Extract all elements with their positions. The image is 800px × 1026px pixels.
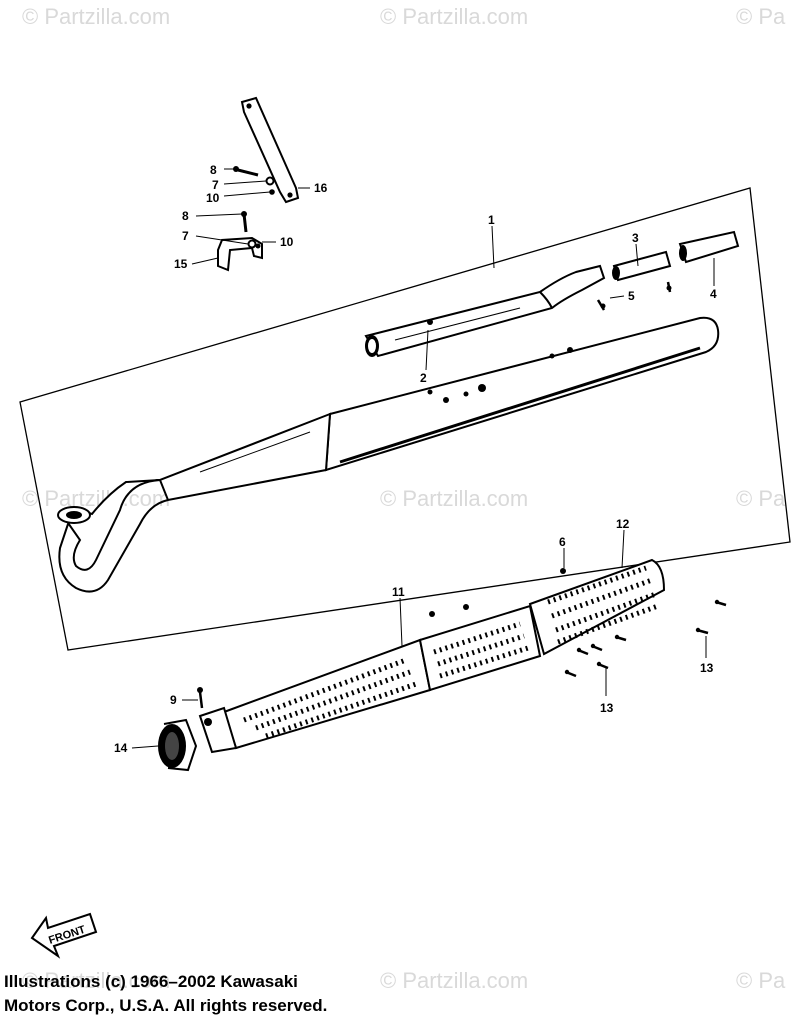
callout-5: 5 bbox=[628, 289, 635, 303]
callout-13: 13 bbox=[700, 661, 714, 675]
fasteners-upper bbox=[233, 166, 275, 195]
callout-15: 15 bbox=[174, 257, 188, 271]
screws-5 bbox=[596, 281, 672, 311]
assembly-outline bbox=[19, 187, 791, 651]
callout-16: 16 bbox=[314, 181, 328, 195]
callout-14: 14 bbox=[114, 741, 128, 755]
callout-11: 11 bbox=[392, 585, 405, 599]
bracket-16 bbox=[240, 96, 300, 204]
tail-tube-3 bbox=[612, 250, 672, 282]
callout-labels: 8 7 10 16 8 7 10 15 1 3 4 5 2 6 12 11 13… bbox=[114, 163, 717, 755]
callout-9: 9 bbox=[170, 693, 177, 707]
callout-7: 7 bbox=[182, 229, 189, 243]
watermark: © Partzilla.com bbox=[380, 4, 529, 29]
callout-2: 2 bbox=[420, 371, 427, 385]
copyright-line-1: Illustrations (c) 1966–2002 Kawasaki bbox=[4, 972, 298, 991]
watermark: © Partzilla.com bbox=[380, 486, 529, 511]
watermark: © Partzilla.com bbox=[380, 968, 529, 993]
watermark: © Partzilla.com bbox=[22, 4, 171, 29]
callout-4: 4 bbox=[710, 287, 717, 301]
tail-cap-4 bbox=[678, 230, 740, 264]
bracket-15 bbox=[217, 211, 263, 272]
callout-7: 7 bbox=[212, 178, 219, 192]
leader-lines bbox=[131, 168, 715, 749]
screws-13 bbox=[564, 599, 727, 678]
inner-baffle-2 bbox=[364, 264, 606, 358]
watermark: © Pa bbox=[736, 968, 786, 993]
front-arrow-icon: FRONT bbox=[30, 912, 98, 959]
watermark: © Partzilla.com bbox=[22, 486, 171, 511]
callout-6: 6 bbox=[559, 535, 566, 549]
heat-shields-11-12 bbox=[198, 558, 666, 754]
callout-12: 12 bbox=[616, 517, 630, 531]
callout-10: 10 bbox=[206, 191, 220, 205]
callout-1: 1 bbox=[488, 213, 495, 227]
callout-8: 8 bbox=[182, 209, 189, 223]
callout-10: 10 bbox=[280, 235, 294, 249]
nuts-6 bbox=[429, 568, 566, 617]
watermark: © Pa bbox=[736, 486, 786, 511]
callout-8: 8 bbox=[210, 163, 217, 177]
copyright-line-2: Motors Corp., U.S.A. All rights reserved… bbox=[4, 996, 328, 1015]
callout-3: 3 bbox=[632, 231, 639, 245]
grommet-14 bbox=[158, 718, 198, 772]
watermark: © Partzilla.com bbox=[22, 968, 171, 993]
screw-9 bbox=[197, 687, 204, 709]
callout-13: 13 bbox=[600, 701, 614, 715]
expansion-chamber-1 bbox=[57, 316, 720, 593]
watermark: © Pa bbox=[736, 4, 786, 29]
